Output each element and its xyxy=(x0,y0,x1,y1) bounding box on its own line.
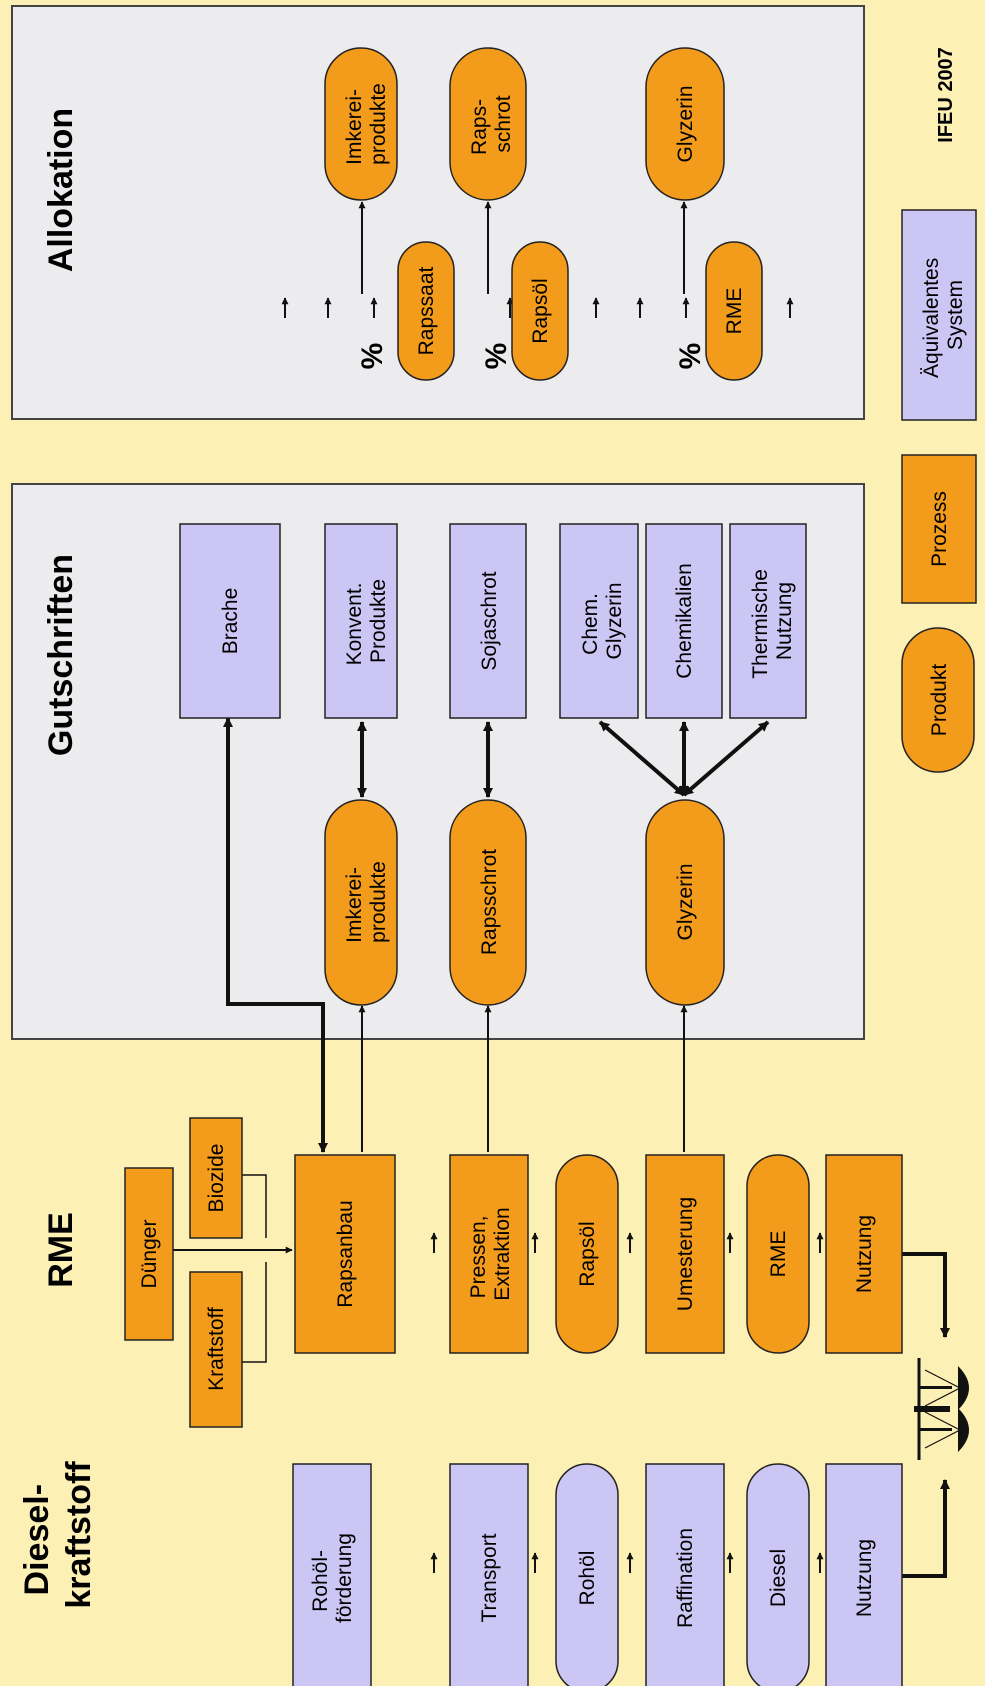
allo-rapsschrot-line1: Raps- xyxy=(468,99,491,155)
svg-text:Konvent. Produkte: Konvent. Produkte xyxy=(343,577,390,666)
gut-thermische-line2: Nutzung xyxy=(773,582,796,660)
gut-konvent-node: Konvent. Produkte xyxy=(324,523,398,719)
allo-rme-node: RME xyxy=(705,241,763,381)
rme-umesterung-label: Umesterung xyxy=(674,1197,697,1311)
gut-chem-glyzerin-line2: Glyzerin xyxy=(603,582,626,659)
rme-pressen-line1: Pressen, xyxy=(467,1215,490,1298)
diesel-rohoelfoerderung-node: Rohöl- förderung xyxy=(292,1463,372,1686)
rme-rme-node: RME xyxy=(746,1154,810,1354)
svg-text:Imkerei- produkte: Imkerei- produkte xyxy=(343,83,390,165)
diesel-transport-label: Transport xyxy=(478,1533,501,1622)
legend-aequivalentes: Äquivalentes System xyxy=(901,209,977,421)
allo-rapssaat-label: Rapssaat xyxy=(415,266,438,355)
allo-percent-3: % xyxy=(674,343,707,370)
diesel-diesel-label: Diesel xyxy=(767,1549,790,1607)
diesel-title-line1: Diesel- xyxy=(18,1484,56,1596)
gut-glyzerin-node: Glyzerin xyxy=(645,799,725,1006)
credit-label: IFEU 2007 xyxy=(935,47,957,143)
rme-umesterung-node: Umesterung xyxy=(645,1154,725,1354)
svg-text:Rohöl- förderung: Rohöl- förderung xyxy=(309,1533,356,1623)
legend-aequivalentes-line1: Äquivalentes xyxy=(920,258,943,378)
legend-produkt: Produkt xyxy=(901,627,975,773)
allo-glyzerin-label: Glyzerin xyxy=(674,85,697,162)
gut-chem-glyzerin-line1: Chem. xyxy=(579,593,602,655)
allo-percent-1: % xyxy=(356,343,389,370)
gut-konvent-line1: Konvent. xyxy=(343,582,366,665)
gut-brache-node: Brache xyxy=(179,523,281,719)
svg-text:Imkerei- produkte: Imkerei- produkte xyxy=(343,861,390,943)
allo-rme-label: RME xyxy=(723,288,746,335)
svg-text:Pressen, Extraktion: Pressen, Extraktion xyxy=(467,1207,514,1300)
diesel-diesel-node: Diesel xyxy=(746,1463,810,1686)
allo-imkereiprodukte-node: Imkerei- produkte xyxy=(324,47,398,201)
legend-prozess-label: Prozess xyxy=(928,491,951,567)
gut-rapsschrot-label: Rapsschrot xyxy=(478,849,501,955)
gut-sojaschrot-label: Sojaschrot xyxy=(478,571,501,670)
gut-imkereiprodukte-line1: Imkerei- xyxy=(343,867,366,943)
diesel-rohoelfoerderung-line2: förderung xyxy=(333,1533,356,1623)
gut-rapsschrot-node: Rapsschrot xyxy=(449,799,527,1006)
legend-prozess: Prozess xyxy=(901,454,977,604)
gut-thermische-node: Thermische Nutzung xyxy=(729,523,807,719)
allo-glyzerin-node: Glyzerin xyxy=(645,47,725,201)
gut-imkereiprodukte-node: Imkerei- produkte xyxy=(324,799,398,1006)
svg-text:Thermische Nutzung: Thermische Nutzung xyxy=(749,563,796,679)
balance-scale-icon xyxy=(914,1358,969,1460)
legend-produkt-label: Produkt xyxy=(928,664,951,737)
allo-rapssaat-node: Rapssaat xyxy=(397,241,455,381)
rme-biozide-label: Biozide xyxy=(205,1144,228,1213)
gut-sojaschrot-node: Sojaschrot xyxy=(449,523,527,719)
svg-text:Äquivalentes System: Äquivalentes System xyxy=(920,252,967,378)
gut-chem-glyzerin-node: Chem. Glyzerin xyxy=(559,523,639,719)
svg-text:Chem. Glyzerin: Chem. Glyzerin xyxy=(579,582,626,659)
allokation-title: Allokation xyxy=(42,108,80,272)
diesel-rohoelfoerderung-line1: Rohöl- xyxy=(309,1550,332,1612)
allo-imkereiprodukte-line2: produkte xyxy=(367,83,390,165)
rme-rapsoel-node: Rapsöl xyxy=(555,1154,619,1354)
allo-rapsoel-node: Rapsöl xyxy=(511,241,569,381)
gut-konvent-line2: Produkte xyxy=(367,579,390,663)
diesel-nutzung-label: Nutzung xyxy=(853,1539,876,1617)
diesel-title-line2: kraftstoff xyxy=(60,1461,98,1609)
allo-rapsschrot-node: Raps- schrot xyxy=(449,47,527,201)
diesel-title: Diesel- kraftstoff xyxy=(18,1461,98,1609)
rme-title: RME xyxy=(42,1212,80,1288)
rme-rapsanbau-node: Rapsanbau xyxy=(294,1154,396,1354)
legend-aequivalentes-line2: System xyxy=(944,280,967,350)
allo-rapsschrot-line2: schrot xyxy=(492,95,515,152)
rme-duenger-node: Dünger xyxy=(124,1167,174,1341)
rme-kraftstoff-label: Kraftstoff xyxy=(205,1307,228,1391)
gut-chemikalien-node: Chemikalien xyxy=(645,523,723,719)
rme-biozide-node: Biozide xyxy=(189,1117,243,1239)
gut-imkereiprodukte-line2: produkte xyxy=(367,861,390,943)
diesel-raffination-node: Raffination xyxy=(645,1463,725,1686)
gut-glyzerin-label: Glyzerin xyxy=(674,863,697,940)
diesel-raffination-label: Raffination xyxy=(674,1528,697,1628)
diesel-rohoel-label: Rohöl xyxy=(576,1551,599,1606)
gut-thermische-line1: Thermische xyxy=(749,569,772,679)
gut-brache-label: Brache xyxy=(219,588,242,655)
rme-nutzung-label: Nutzung xyxy=(853,1215,876,1293)
allo-percent-2: % xyxy=(480,343,513,370)
rme-kraftstoff-node: Kraftstoff xyxy=(189,1271,243,1428)
rme-pressen-node: Pressen, Extraktion xyxy=(449,1154,529,1354)
connectors xyxy=(173,201,950,1578)
gut-chemikalien-label: Chemikalien xyxy=(673,563,696,679)
rme-nutzung-node: Nutzung xyxy=(825,1154,903,1354)
rme-rme-label: RME xyxy=(767,1231,790,1278)
allo-imkereiprodukte-line1: Imkerei- xyxy=(343,89,366,165)
diesel-rohoel-node: Rohöl xyxy=(555,1463,619,1686)
gutschriften-title: Gutschriften xyxy=(42,554,80,756)
diesel-nutzung-node: Nutzung xyxy=(825,1463,903,1686)
rme-pressen-line2: Extraktion xyxy=(491,1207,514,1300)
allo-rapsoel-label: Rapsöl xyxy=(529,278,552,343)
diesel-transport-node: Transport xyxy=(449,1463,529,1686)
rme-rapsoel-label: Rapsöl xyxy=(576,1221,599,1286)
rme-duenger-label: Dünger xyxy=(138,1220,161,1289)
svg-text:Raps- schrot: Raps- schrot xyxy=(468,93,515,155)
rme-rapsanbau-label: Rapsanbau xyxy=(334,1200,357,1307)
